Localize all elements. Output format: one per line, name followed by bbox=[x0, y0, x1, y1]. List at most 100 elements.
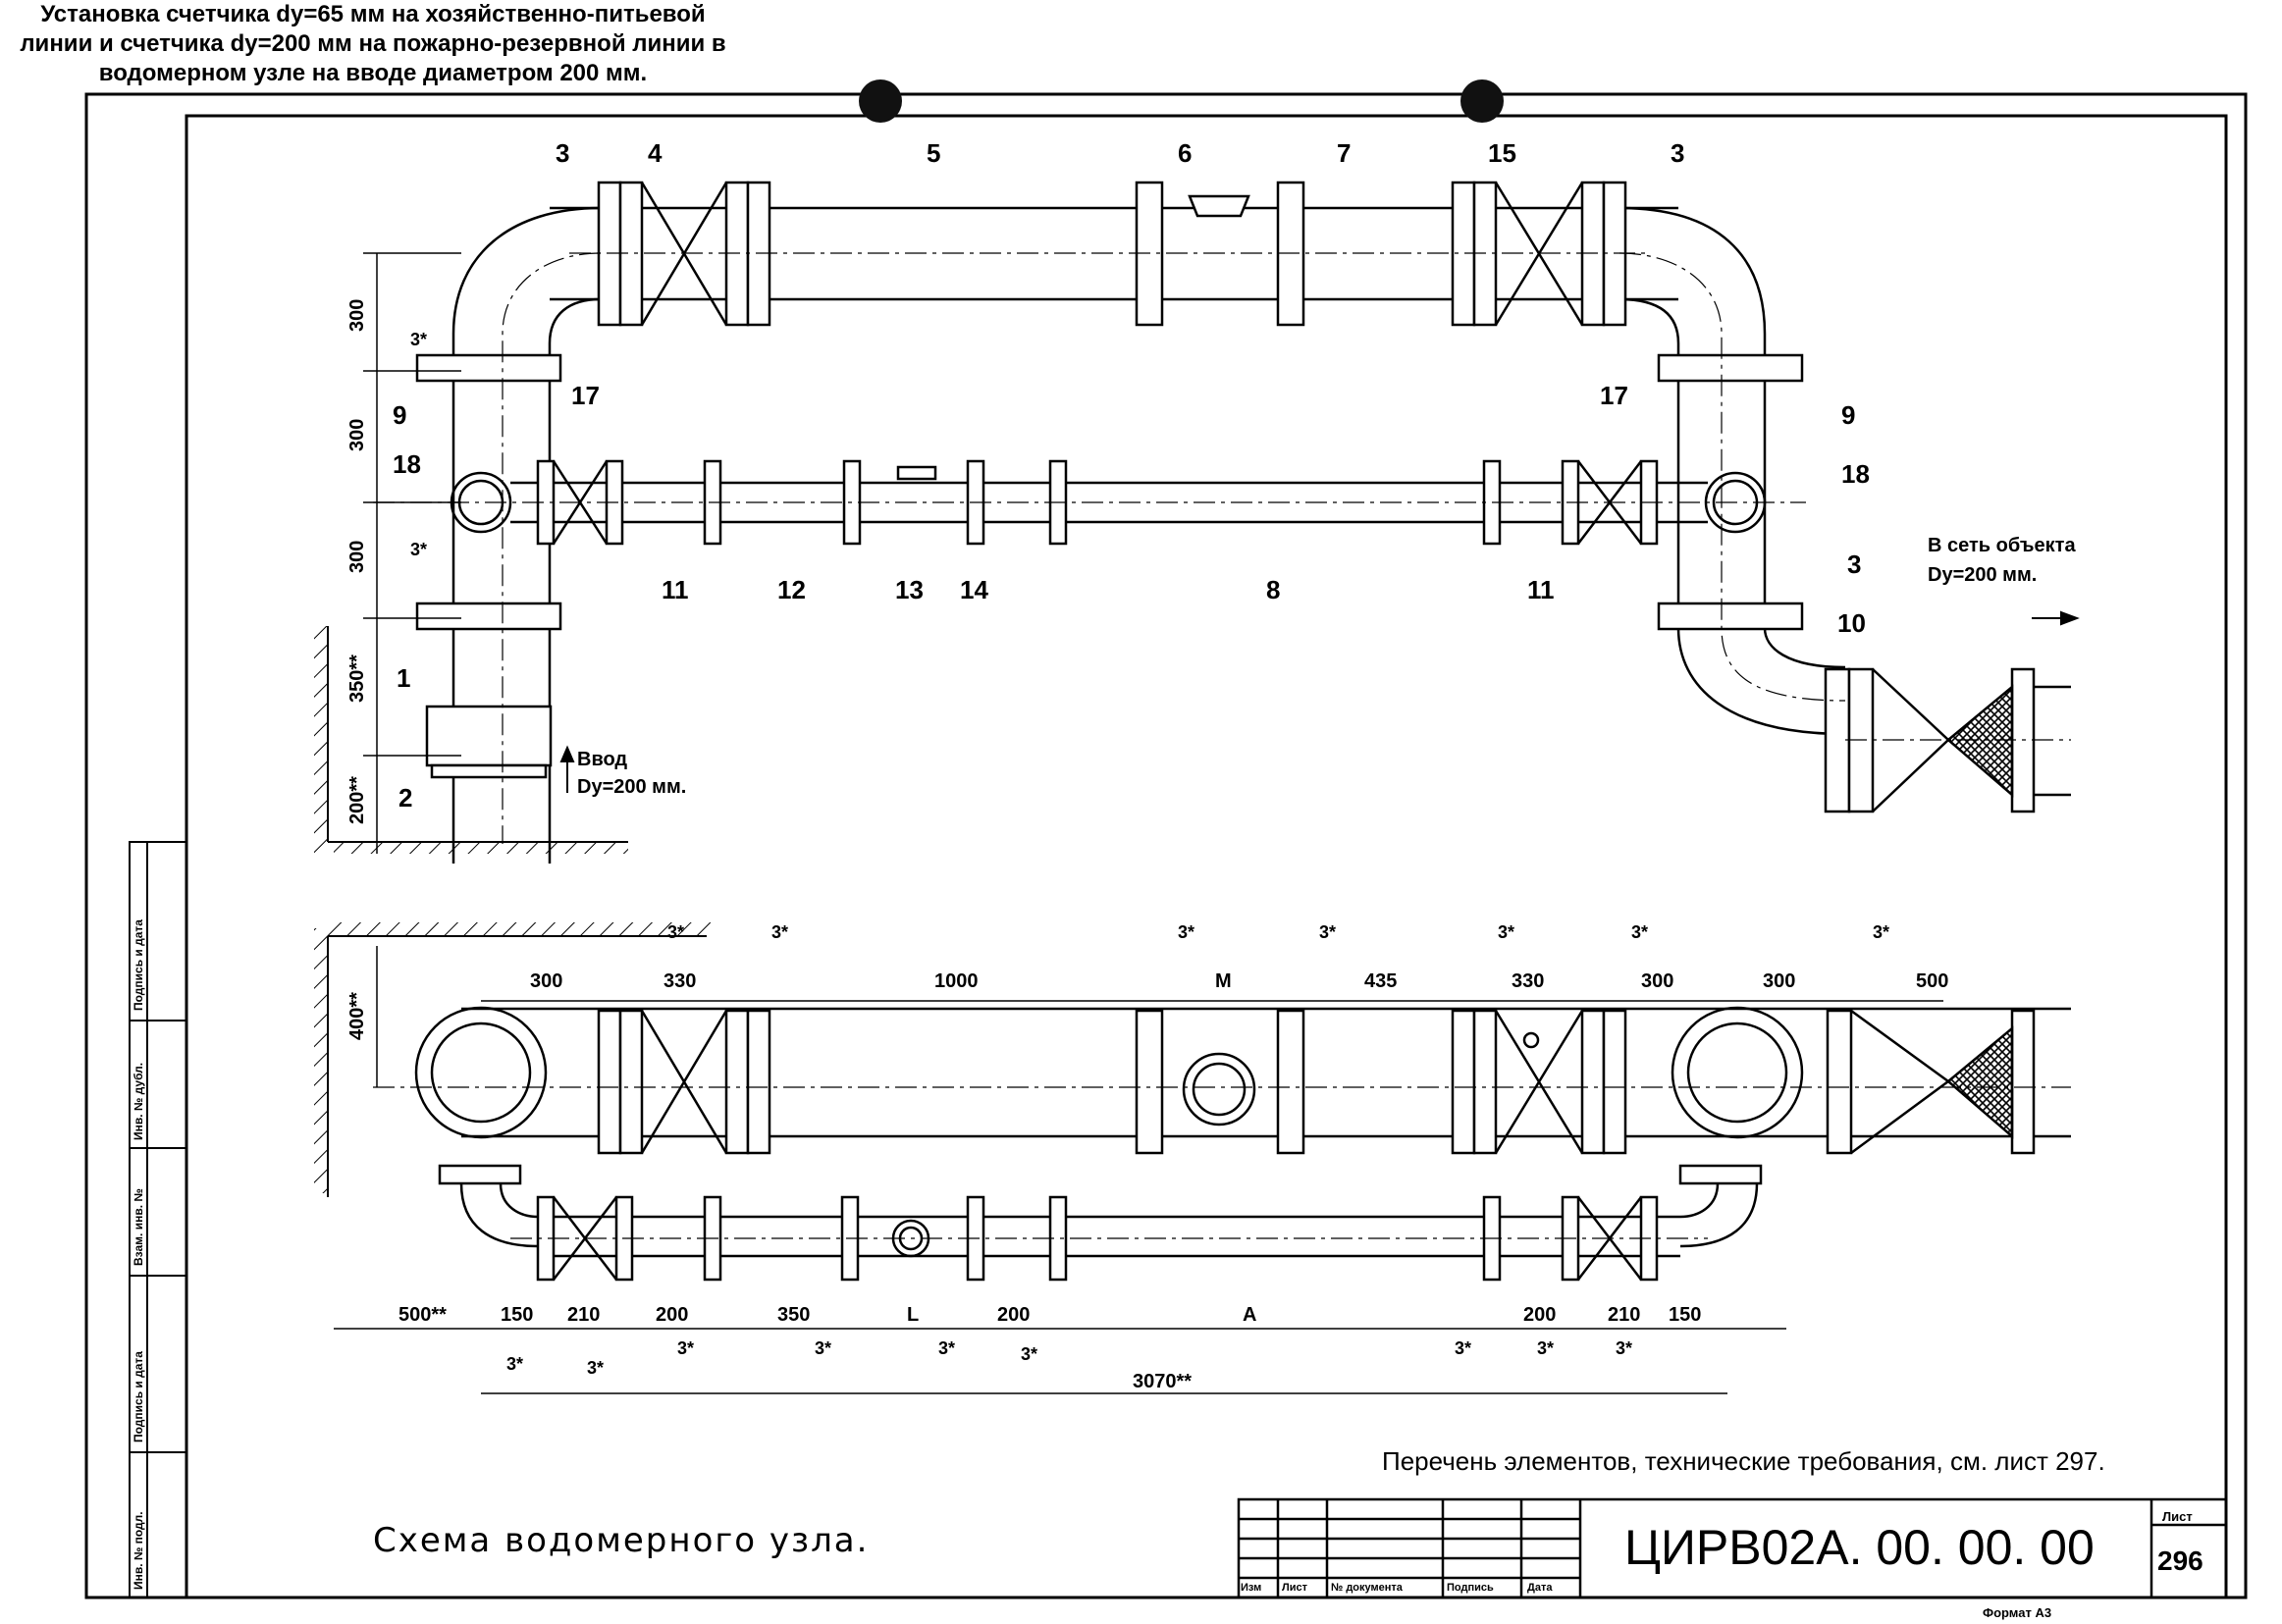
position-labels: 3 4 5 6 7 15 3 9 17 18 17 9 18 11 12 13 … bbox=[393, 138, 1870, 812]
dim-c8: 300 bbox=[1763, 970, 1795, 992]
pos-18-right: 18 bbox=[1841, 459, 1870, 489]
pos-15: 15 bbox=[1488, 138, 1516, 168]
elevation-centerline bbox=[373, 1086, 2071, 1239]
chamfer-b4: 3* bbox=[815, 1338, 831, 1358]
chamfer-t3: 3* bbox=[1178, 922, 1194, 942]
pos-10: 10 bbox=[1837, 608, 1866, 638]
dim-b5: 350 bbox=[777, 1304, 810, 1326]
dim-b4: 200 bbox=[656, 1304, 688, 1326]
pos-18-left: 18 bbox=[393, 449, 421, 479]
pos-7: 7 bbox=[1337, 138, 1351, 168]
dim-b9: 200 bbox=[1523, 1304, 1556, 1326]
pos-14: 14 bbox=[960, 575, 988, 604]
drawing-title: Схема водомерного узла. bbox=[373, 1521, 870, 1560]
inlet-diameter: Dy=200 мм. bbox=[577, 776, 686, 798]
side-stamp-dup-inv: Инв. № дубл. bbox=[132, 1062, 145, 1140]
pos-11-left: 11 bbox=[662, 575, 689, 604]
dim-b8: A bbox=[1243, 1304, 1256, 1326]
inlet-arrow bbox=[559, 745, 575, 793]
sheet-label: Лист bbox=[2162, 1509, 2193, 1524]
chamfer-b1: 3* bbox=[506, 1354, 523, 1374]
pos-4: 4 bbox=[648, 138, 663, 168]
pos-17-left: 17 bbox=[571, 381, 600, 410]
left-dim-text: 300 300 300 350** 200** 400** 3* 3* bbox=[346, 299, 427, 1040]
chamfer-b6: 3* bbox=[1021, 1344, 1037, 1364]
dim-300-b: 300 bbox=[346, 419, 368, 451]
dim-c4: M bbox=[1215, 970, 1232, 992]
plan-view bbox=[415, 181, 2071, 864]
punch-hole bbox=[1460, 79, 1504, 123]
dim-300-a: 300 bbox=[346, 299, 368, 332]
dim-c1: 300 bbox=[530, 970, 562, 992]
dim-total: 3070** bbox=[1133, 1371, 1192, 1392]
pos-8: 8 bbox=[1266, 575, 1280, 604]
pos-3-right: 3 bbox=[1671, 138, 1684, 168]
side-stamp-replace-inv: Взам. инв. № bbox=[132, 1188, 145, 1266]
note-line-2: линии и счетчика dy=200 мм на пожарно-ре… bbox=[20, 30, 726, 57]
dim-c5: 435 bbox=[1364, 970, 1397, 992]
pos-17-right: 17 bbox=[1600, 381, 1628, 410]
note-line-1: Установка счетчика dy=65 мм на хозяйстве… bbox=[40, 1, 706, 27]
chamfer-t1: 3* bbox=[667, 922, 684, 942]
stamp-col-sign: Подпись bbox=[1447, 1582, 1494, 1594]
chamfer-b: 3* bbox=[410, 540, 427, 559]
chamfer-a: 3* bbox=[410, 330, 427, 349]
punch-hole bbox=[859, 79, 902, 123]
dim-c6: 330 bbox=[1512, 970, 1544, 992]
dim-b10: 210 bbox=[1608, 1304, 1640, 1326]
pos-12: 12 bbox=[777, 575, 806, 604]
pos-5: 5 bbox=[927, 138, 940, 168]
stamp-col-doc: № документа bbox=[1331, 1582, 1403, 1594]
chamfer-t2: 3* bbox=[771, 922, 788, 942]
elevation-bottom-dims: 500** 150 210 200 350 L 200 A 200 210 15… bbox=[398, 1304, 1701, 1392]
chamfer-b8: 3* bbox=[1537, 1338, 1554, 1358]
dim-b6: L bbox=[907, 1304, 919, 1326]
pos-9-left: 9 bbox=[393, 400, 406, 430]
dim-b3: 210 bbox=[567, 1304, 600, 1326]
chamfer-t4: 3* bbox=[1319, 922, 1336, 942]
dim-c9: 500 bbox=[1916, 970, 1948, 992]
side-stamp bbox=[129, 841, 187, 1598]
side-stamp-orig-inv: Инв. № подл. bbox=[132, 1511, 145, 1590]
outlet-label: В сеть объекта bbox=[1928, 535, 2076, 556]
chamfer-t6: 3* bbox=[1631, 922, 1648, 942]
format-label: Формат А3 bbox=[1983, 1605, 2052, 1620]
dim-400: 400** bbox=[346, 992, 368, 1040]
pos-1: 1 bbox=[397, 663, 410, 693]
installation-note: Установка счетчика dy=65 мм на хозяйстве… bbox=[0, 0, 746, 88]
dim-300-c: 300 bbox=[346, 541, 368, 573]
wall-hatching bbox=[314, 626, 628, 854]
title-block bbox=[1237, 1497, 2228, 1599]
dim-b7: 200 bbox=[997, 1304, 1030, 1326]
stamp-col-date: Дата bbox=[1527, 1582, 1553, 1594]
inlet-label: Ввод bbox=[577, 749, 627, 770]
stamp-col-izm: Изм bbox=[1241, 1582, 1262, 1594]
pos-11-right: 11 bbox=[1527, 575, 1555, 604]
dim-200: 200** bbox=[346, 776, 368, 824]
reference-note: Перечень элементов, технические требован… bbox=[1382, 1446, 2105, 1476]
elevation-dim-lines bbox=[334, 946, 1943, 1394]
outlet-diameter: Dy=200 мм. bbox=[1928, 564, 2037, 586]
note-line-3: водомерном узле на вводе диаметром 200 м… bbox=[98, 60, 648, 86]
elevation-view bbox=[414, 1006, 2071, 1282]
dim-b11: 150 bbox=[1669, 1304, 1701, 1326]
dim-b2: 150 bbox=[501, 1304, 533, 1326]
pos-3-outlet: 3 bbox=[1847, 550, 1861, 579]
dim-350: 350** bbox=[346, 655, 368, 703]
pos-13: 13 bbox=[895, 575, 924, 604]
elevation-top-dims: 300 330 1000 M 435 330 300 300 500 3* 3*… bbox=[530, 922, 1948, 992]
pos-3-left: 3 bbox=[556, 138, 569, 168]
side-stamp-sign-date-1: Подпись и дата bbox=[132, 919, 145, 1011]
pos-2: 2 bbox=[398, 783, 412, 812]
dim-c7: 300 bbox=[1641, 970, 1673, 992]
side-stamp-sign-date-2: Подпись и дата bbox=[132, 1351, 145, 1442]
chamfer-t7: 3* bbox=[1873, 922, 1889, 942]
dim-b1: 500** bbox=[398, 1304, 447, 1326]
chamfer-b2: 3* bbox=[587, 1358, 604, 1378]
chamfer-b5: 3* bbox=[938, 1338, 955, 1358]
dim-c3: 1000 bbox=[934, 970, 979, 992]
sheet-number: 296 bbox=[2157, 1545, 2203, 1576]
chamfer-b3: 3* bbox=[677, 1338, 694, 1358]
left-dim-chain bbox=[363, 252, 461, 854]
